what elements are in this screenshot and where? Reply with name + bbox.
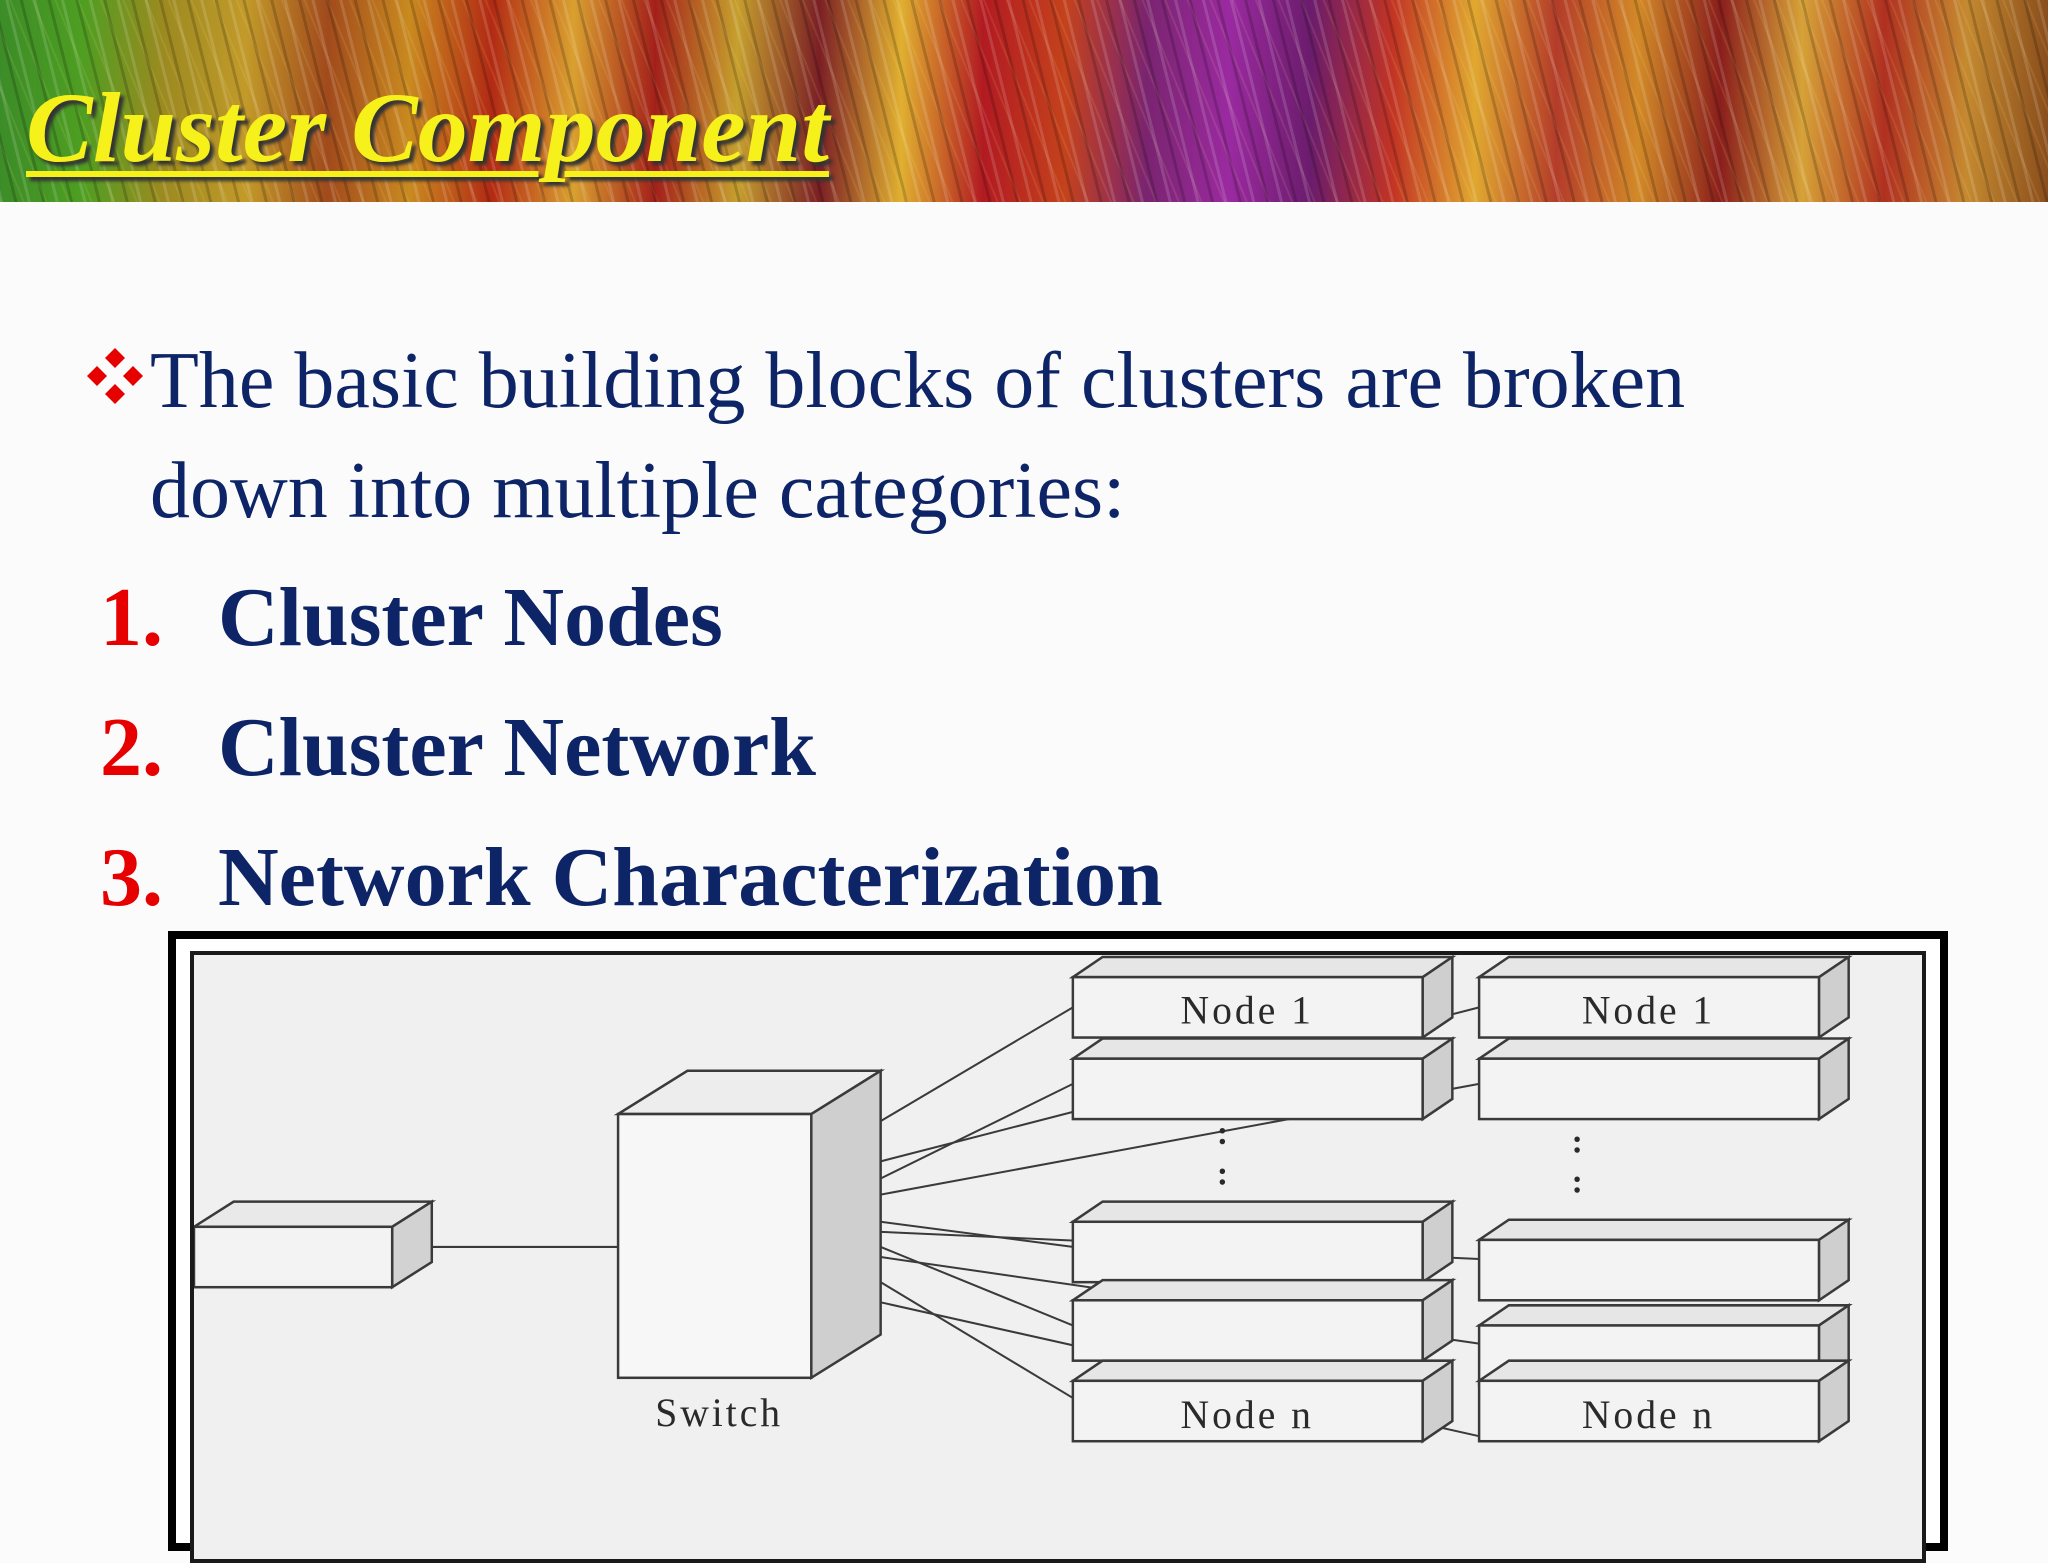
category-number: 1. (100, 571, 163, 664)
category-item-network-characterization: 3. Network Characterization (100, 821, 1163, 951)
line-switch-node2-a (880, 1082, 1074, 1180)
switch-label: Switch (655, 1390, 783, 1435)
category-number: 2. (100, 701, 163, 794)
four-diamond-bullet-icon (87, 348, 143, 404)
title-banner (0, 0, 2048, 202)
category-label: Cluster Nodes (218, 571, 723, 664)
node-1-label: Node 1 (1582, 987, 1715, 1032)
intro-line-1: The basic building blocks of clusters ar… (80, 326, 1980, 436)
node-1-label: Node 1 (1181, 987, 1314, 1032)
line-switch-node3-a (880, 1220, 1073, 1248)
ellipsis-col2-top: : (1572, 1123, 1583, 1160)
line-switch-node1-a (880, 1006, 1074, 1122)
category-label: Network Characterization (218, 831, 1163, 924)
category-list: 1. Cluster Nodes 2. Cluster Network 3. Netw… (100, 561, 1163, 951)
cluster-diagram-frame: Switch Node 1 (168, 931, 1948, 1563)
node-box-col1-row5 (1068, 1358, 1457, 1444)
node-box-col2-row5 (1475, 1358, 1853, 1444)
ellipsis-col1-bottom: : (1217, 1155, 1228, 1192)
slide-title: Cluster Component (26, 72, 829, 183)
intro-text-line-1: The basic building blocks of clusters ar… (150, 337, 1686, 425)
node-box-col2-row1 (1475, 955, 1853, 1040)
intro-paragraph: The basic building blocks of clusters ar… (80, 326, 1980, 546)
node-box-col1-row3 (1068, 1199, 1457, 1285)
host-box (194, 1199, 437, 1290)
node-box-col1-row2 (1068, 1036, 1457, 1122)
ellipsis-col1-top: : (1217, 1115, 1228, 1152)
line-switch-noden-a (880, 1281, 1074, 1399)
node-box-col1-row1 (1068, 955, 1457, 1040)
node-n-label: Node n (1181, 1392, 1314, 1437)
category-item-cluster-nodes: 1. Cluster Nodes (100, 561, 1163, 691)
category-number: 3. (100, 831, 163, 924)
ellipsis-col2-bottom: : (1572, 1163, 1583, 1200)
intro-line-2: down into multiple categories: (150, 447, 1126, 535)
cluster-network-diagram: Switch Node 1 (194, 955, 1853, 1444)
node-box-col2-row2 (1475, 1036, 1853, 1122)
banner-texture (0, 0, 2048, 202)
switch-cube (613, 1068, 886, 1381)
cluster-diagram-panel: Switch Node 1 (190, 951, 1926, 1563)
category-label: Cluster Network (218, 701, 817, 794)
line-switch-node4-a (880, 1245, 1074, 1327)
node-box-col1-row4 (1068, 1277, 1457, 1364)
node-box-col2-row3 (1475, 1217, 1853, 1303)
node-n-label: Node n (1582, 1392, 1715, 1437)
category-item-cluster-network: 2. Cluster Network (100, 691, 1163, 821)
